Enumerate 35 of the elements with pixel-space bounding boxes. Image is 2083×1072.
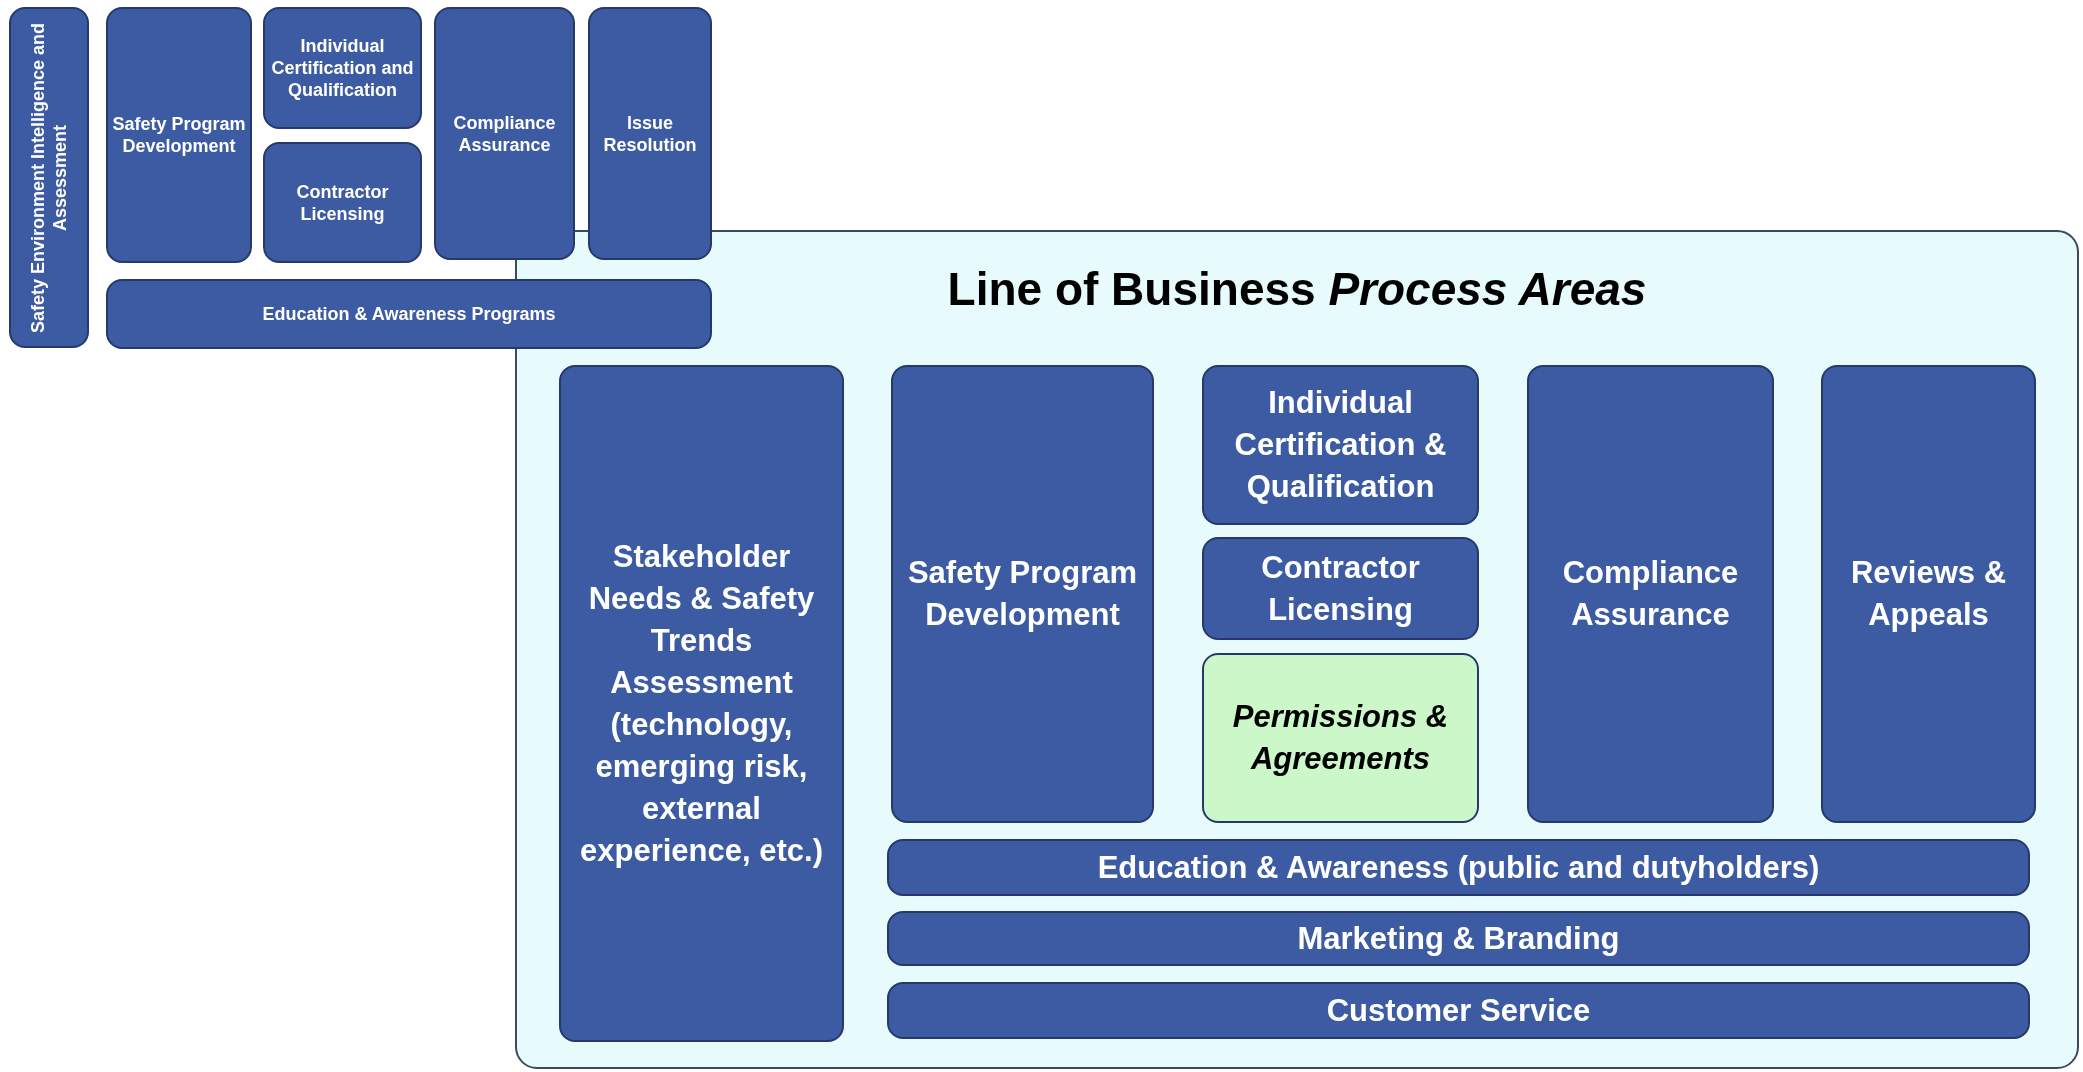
box-label: Education & Awareness (public and dutyholders) [1097,848,1820,887]
process-box [1202,365,1479,525]
process-box [106,7,252,263]
box-label: Issue Resolution [602,111,698,156]
box-label: Stakeholder Needs & Safety Trends Assessment (technology, emerging risk, external experience, etc.) [579,537,824,870]
box-label: Education & Awareness Programs [262,303,556,325]
process-box [1821,365,2036,823]
box-label: Marketing & Branding [1297,919,1620,958]
box-label: Compliance Assurance [1561,554,1740,634]
process-box [263,7,422,129]
process-box [559,365,844,1042]
box-label: Individual Certification and Qualification [270,35,415,101]
panel-title: Line of Business Process Areas [947,262,1647,316]
process-box [891,365,1154,823]
box-label: Permissions & Agreements [1231,698,1450,778]
box-label: Safety Environment Intelligence and Assessment [27,21,71,335]
box-label: Contractor Licensing [1260,548,1421,629]
process-box [1202,537,1479,640]
box-label: Individual Certification & Qualification [1233,384,1448,506]
box-label: Safety Program Development [906,554,1139,634]
box-label: Reviews & Appeals [1849,554,2008,634]
process-box [263,142,422,263]
process-box [887,839,2030,896]
process-box [887,911,2030,966]
box-label: Safety Program Development [112,113,246,157]
box-label: Contractor Licensing [295,180,390,225]
box-label: Customer Service [1326,991,1591,1030]
process-box [887,982,2030,1039]
process-box [434,7,575,260]
process-box [9,7,89,348]
box-label: Compliance Assurance [452,111,557,156]
process-box [106,279,712,349]
process-box [588,7,712,260]
process-box [1527,365,1774,823]
process-box [1202,653,1479,823]
